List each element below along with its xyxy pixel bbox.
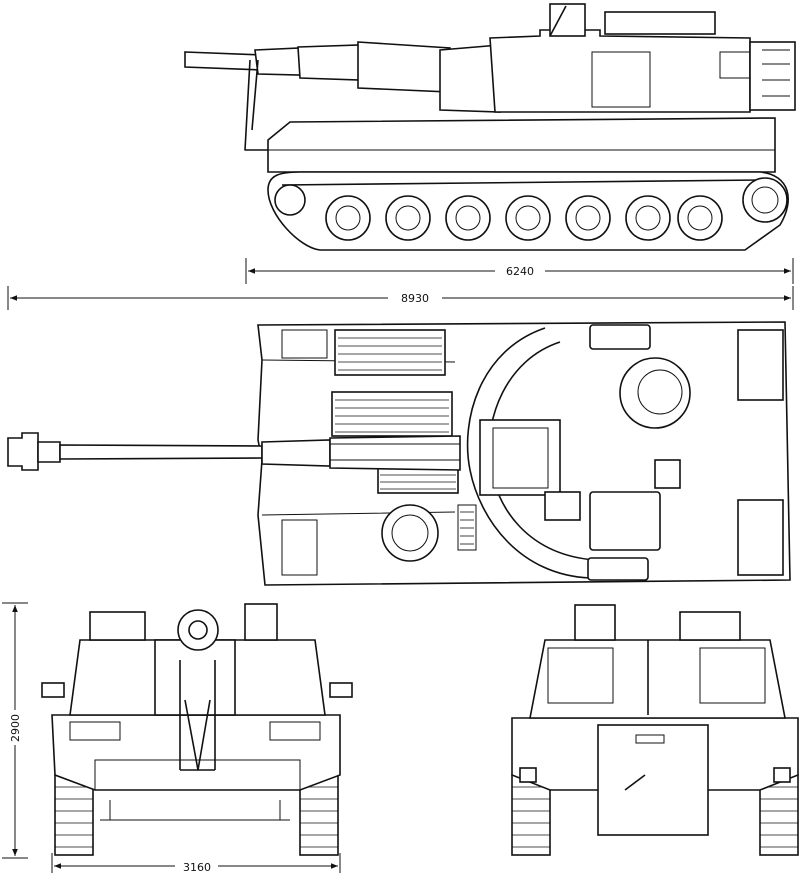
dimension-overall-length: 8930 (7, 286, 794, 310)
road-wheels (274, 177, 788, 241)
top-view (7, 321, 791, 586)
dimension-width: 3160 (51, 853, 341, 873)
overall-length-label: 8930 (401, 292, 429, 305)
front-view (41, 603, 353, 856)
dimension-height: 2900 (2, 602, 28, 859)
hull-length-label: 6240 (506, 265, 534, 278)
height-label: 2900 (9, 714, 22, 742)
rear-view (511, 604, 799, 856)
dimension-hull-length: 6240 (245, 258, 794, 284)
width-label: 3160 (183, 861, 211, 873)
side-view (184, 3, 796, 251)
